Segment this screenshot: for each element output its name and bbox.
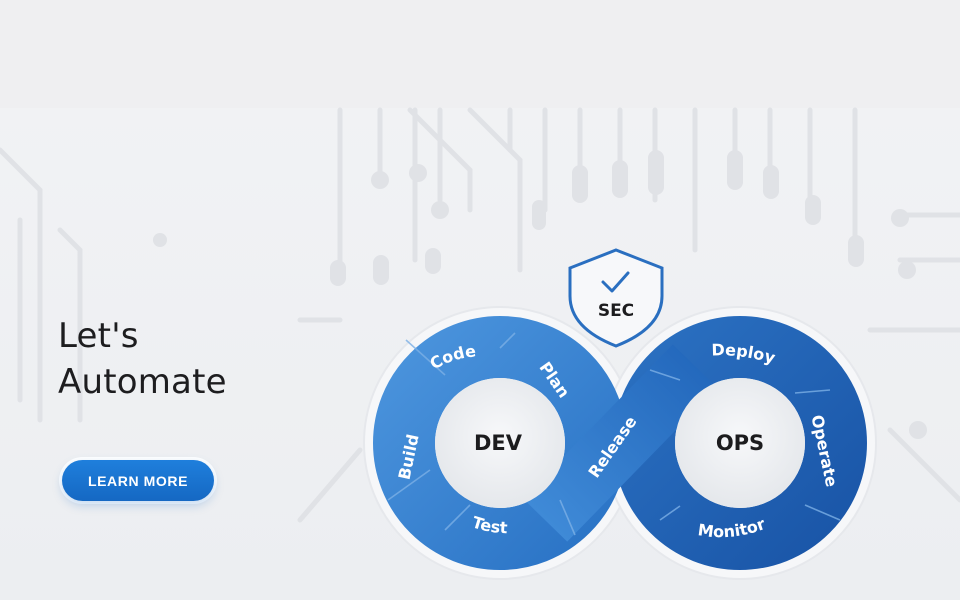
headline-line-2: Automate [58, 362, 227, 402]
shield-check-icon [568, 248, 664, 348]
dev-label: DEV [474, 431, 523, 455]
sec-label: SEC [598, 301, 634, 321]
top-band [0, 0, 960, 108]
dev-loop-hole [435, 378, 565, 508]
page-headline: Let's Automate [58, 313, 227, 405]
segment-dividers [387, 332, 841, 536]
ops-label: OPS [716, 431, 764, 455]
headline-line-1: Let's [58, 316, 139, 356]
ops-loop-hole [675, 378, 805, 508]
learn-more-button[interactable]: LEARN MORE [62, 460, 214, 501]
release-crossover-band [522, 344, 718, 542]
